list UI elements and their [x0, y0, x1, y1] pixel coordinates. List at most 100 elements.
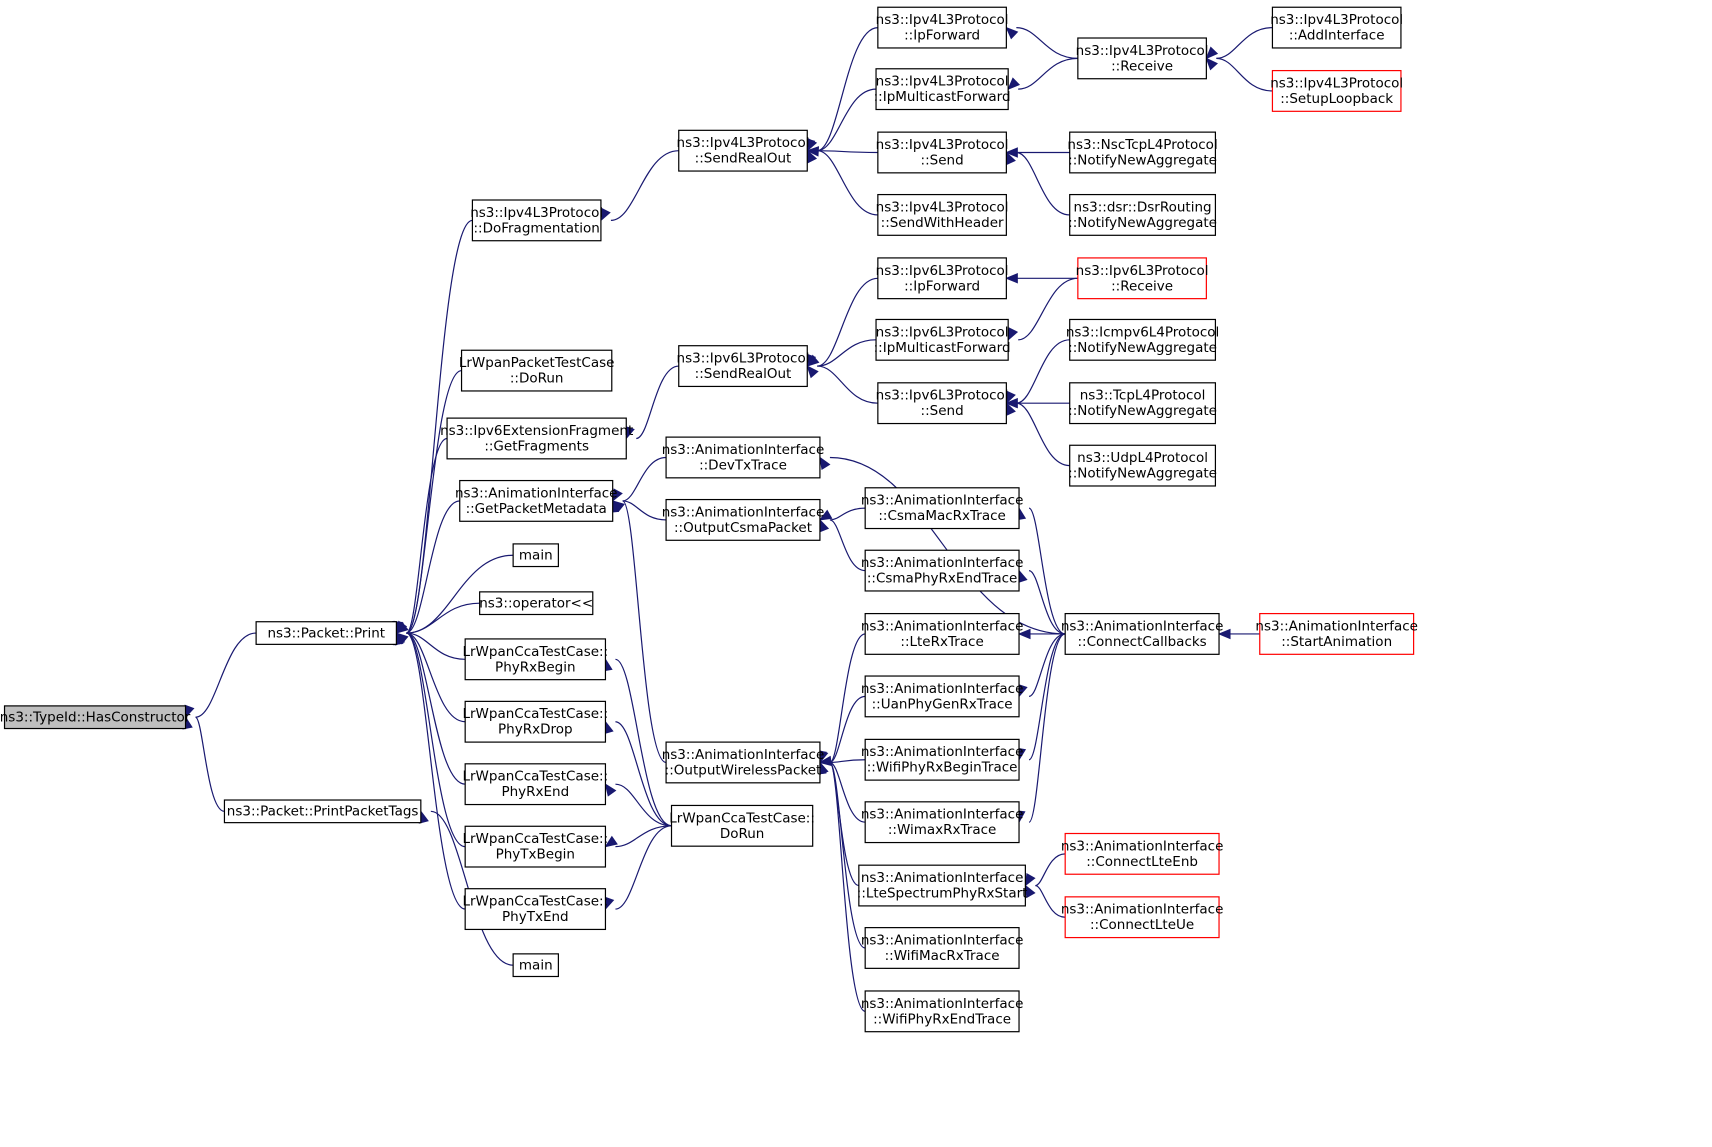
function-node[interactable]: LrWpanCcaTestCase::PhyRxEnd: [462, 763, 608, 806]
function-node[interactable]: ns3::operator<<: [479, 591, 594, 616]
function-node[interactable]: ns3::AnimationInterface::CsmaPhyRxEndTra…: [861, 549, 1024, 592]
edge-line: [1016, 27, 1078, 59]
node-label-line: LrWpanCcaTestCase::: [462, 831, 608, 847]
function-node[interactable]: LrWpanCcaTestCase::PhyTxEnd: [462, 888, 608, 931]
edge-line: [406, 632, 466, 848]
function-node[interactable]: ns3::Ipv4L3Protocol::SendRealOut: [677, 129, 810, 172]
function-node[interactable]: ns3::Ipv4L3Protocol::SetupLoopback: [1270, 69, 1403, 112]
node-label-line: ::Receive: [1111, 58, 1173, 74]
call-edge: [806, 149, 878, 216]
edge-line: [829, 761, 866, 823]
function-node[interactable]: ns3::Ipv4L3Protocol::IpMulticastForward: [874, 68, 1011, 111]
node-label-line: ::DoRun: [510, 371, 564, 387]
node-label-line: ::WifiPhyRxEndTrace: [873, 1011, 1011, 1027]
edge-arrowhead: [1217, 628, 1231, 640]
node-label-line: ::GetPacketMetadata: [466, 501, 607, 517]
node-label-line: LrWpanCcaTestCase::: [669, 810, 815, 826]
function-node[interactable]: ns3::AnimationInterface::OutputWirelessP…: [662, 741, 825, 784]
function-node[interactable]: ns3::AnimationInterface::CsmaMacRxTrace: [861, 487, 1024, 530]
node-box: [864, 612, 1020, 655]
node-label-line: ns3::AnimationInterface: [1255, 618, 1418, 634]
function-node[interactable]: ns3::AnimationInterface::ConnectLteEnb: [1061, 832, 1224, 875]
node-box: [665, 498, 821, 541]
node-label-line: ns3::AnimationInterface: [861, 493, 1024, 509]
function-node[interactable]: ns3::AnimationInterface::ConnectCallback…: [1061, 612, 1224, 655]
function-node[interactable]: ns3::Ipv6L3Protocol::Receive: [1076, 257, 1209, 300]
node-box: [875, 318, 1009, 361]
function-node[interactable]: ns3::Icmpv6L4Protocol::NotifyNewAggregat…: [1066, 318, 1220, 361]
node-box: [464, 825, 607, 868]
node-label-line: ::DevTxTrace: [699, 457, 787, 473]
node-label-line: ::SendRealOut: [695, 366, 792, 382]
function-node[interactable]: ns3::AnimationInterface::StartAnimation: [1255, 612, 1418, 655]
edge-arrowhead: [1007, 327, 1019, 342]
call-edge: [1205, 57, 1273, 92]
node-label-line: ns3::Ipv6L3Protocol: [876, 388, 1009, 404]
function-node[interactable]: ns3::NscTcpL4Protocol::NotifyNewAggregat…: [1067, 131, 1218, 174]
edge-line: [817, 150, 878, 154]
function-node[interactable]: ns3::AnimationInterface::WimaxRxTrace: [861, 801, 1024, 844]
node-box: [877, 193, 1007, 236]
function-node[interactable]: ns3::Ipv6L3Protocol::SendRealOut: [677, 345, 810, 388]
call-edge: [818, 755, 866, 767]
node-label-line: ns3::TypeId::HasConstructor: [0, 709, 191, 725]
function-node[interactable]: ns3::Ipv4L3Protocol::AddInterface: [1270, 6, 1403, 49]
function-node[interactable]: ns3::AnimationInterface::LteRxTrace: [861, 612, 1024, 655]
call-edge: [604, 825, 672, 911]
function-node[interactable]: LrWpanCcaTestCase::DoRun: [669, 804, 815, 847]
function-node[interactable]: ns3::AnimationInterface::ConnectLteUe: [1061, 896, 1224, 939]
function-node[interactable]: ns3::Ipv4L3Protocol::Receive: [1076, 37, 1209, 80]
call-edge: [1005, 26, 1078, 59]
edge-arrowhead: [819, 518, 830, 533]
call-edge: [392, 437, 448, 635]
function-node[interactable]: ns3::AnimationInterface::DevTxTrace: [662, 436, 825, 479]
edge-line: [829, 761, 866, 949]
function-node[interactable]: ns3::Packet::Print: [255, 621, 397, 645]
call-edge: [816, 633, 866, 764]
node-label-line: ::NotifyNewAggregate: [1068, 466, 1217, 482]
function-node[interactable]: ns3::UdpL4Protocol::NotifyNewAggregate: [1068, 444, 1217, 487]
edge-arrowhead: [612, 488, 623, 503]
node-box: [864, 675, 1020, 718]
function-node[interactable]: ns3::AnimationInterface::OutputCsmaPacke…: [662, 498, 825, 541]
node-label-line: ::DoFragmentation: [473, 220, 599, 236]
edge-line: [817, 150, 878, 216]
function-node[interactable]: ns3::AnimationInterface::WifiPhyRxEndTra…: [861, 990, 1024, 1033]
function-node[interactable]: ns3::Ipv4L3Protocol::SendWithHeader: [876, 193, 1009, 236]
function-node[interactable]: ns3::AnimationInterface::UanPhyGenRxTrac…: [861, 675, 1024, 718]
node-label-line: main: [519, 547, 553, 563]
function-node[interactable]: LrWpanPacketTestCase::DoRun: [459, 349, 615, 392]
function-node[interactable]: ns3::AnimationInterface::GetPacketMetada…: [455, 479, 618, 522]
node-box: [1064, 896, 1220, 939]
node-label-line: DoRun: [720, 826, 765, 842]
function-node[interactable]: ns3::Ipv4L3Protocol::Send: [876, 131, 1009, 174]
function-node[interactable]: ns3::Ipv6L3Protocol::Send: [876, 382, 1009, 425]
function-node[interactable]: LrWpanCcaTestCase::PhyRxDrop: [462, 700, 608, 743]
function-node[interactable]: ns3::AnimationInterface::WifiMacRxTrace: [861, 927, 1024, 969]
node-label-line: ::GetFragments: [484, 438, 589, 454]
node-label-line: ::WimaxRxTrace: [888, 822, 997, 838]
function-node[interactable]: ns3::AnimationInterface::LteSpectrumPhyR…: [857, 864, 1028, 907]
node-label-line: ::OutputCsmaPacket: [674, 520, 812, 536]
function-node[interactable]: ns3::Ipv6L3Protocol::IpMulticastForward: [874, 318, 1011, 361]
function-node[interactable]: main: [512, 953, 559, 978]
function-node[interactable]: ns3::Ipv4L3Protocol::DoFragmentation: [470, 199, 603, 242]
node-box: [864, 549, 1020, 592]
call-edge: [1005, 147, 1070, 158]
call-edge: [604, 825, 672, 848]
function-node[interactable]: ns3::Ipv4L3Protocol::IpForward: [876, 6, 1009, 49]
node-box: [1069, 131, 1217, 174]
call-edge: [1007, 57, 1078, 91]
function-node[interactable]: LrWpanCcaTestCase::PhyRxBegin: [462, 638, 608, 681]
function-node[interactable]: ns3::dsr::DsrRouting::NotifyNewAggregate: [1068, 193, 1217, 236]
function-node[interactable]: ns3::Ipv6L3Protocol::IpForward: [876, 257, 1009, 300]
function-node[interactable]: main: [512, 543, 559, 568]
function-node[interactable]: ns3::Ipv6ExtensionFragment::GetFragments: [440, 417, 633, 460]
function-node[interactable]: ns3::AnimationInterface::WifiPhyRxBeginT…: [861, 738, 1024, 781]
function-node[interactable]: ns3::TcpL4Protocol::NotifyNewAggregate: [1068, 382, 1217, 425]
function-node[interactable]: ns3::Packet::PrintPacketTags: [223, 799, 422, 824]
node-label-line: ::ConnectLteUe: [1090, 917, 1194, 933]
node-label-line: ::Send: [921, 403, 964, 419]
call-edge: [805, 146, 878, 157]
function-node[interactable]: LrWpanCcaTestCase::PhyTxBegin: [462, 825, 608, 868]
